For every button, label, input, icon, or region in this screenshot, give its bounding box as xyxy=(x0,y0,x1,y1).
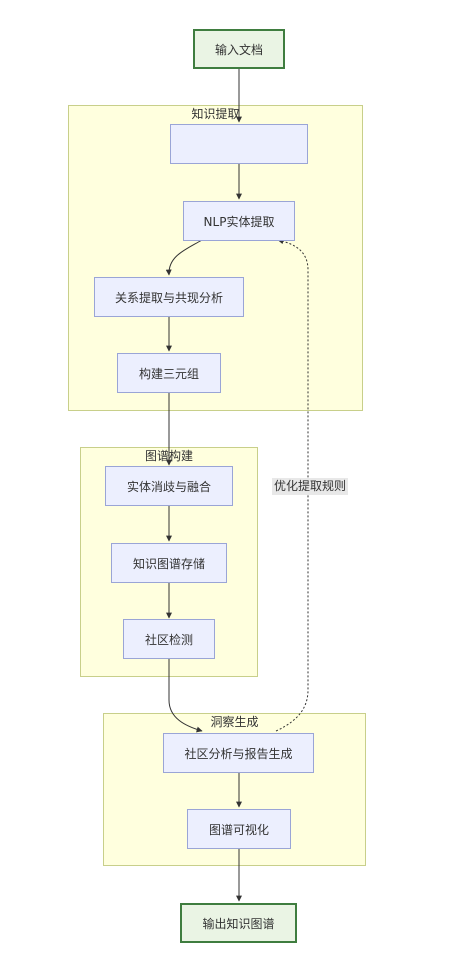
cluster-knowledge-extraction-label: 知识提取 xyxy=(191,107,240,121)
edge-nlp-to-relation xyxy=(165,239,203,276)
node-output-knowledge-graph[interactable]: 输出知识图谱 xyxy=(180,903,297,943)
node-community-detection[interactable]: 社区检测 xyxy=(123,619,215,659)
node-community-report[interactable]: 社区分析与报告生成 xyxy=(163,733,314,773)
node-nlp-entity-extraction[interactable]: NLP实体提取 xyxy=(183,201,295,241)
node-relation-extraction[interactable]: 关系提取与共现分析 xyxy=(94,277,244,317)
node-entity-disambiguation[interactable]: 实体消歧与融合 xyxy=(105,466,233,506)
node-knowledge-graph-storage[interactable]: 知识图谱存储 xyxy=(111,543,227,583)
edge-label-feedback: 优化提取规则 xyxy=(272,478,349,495)
node-build-triples[interactable]: 构建三元组 xyxy=(117,353,221,393)
edge-community-to-report xyxy=(168,659,203,733)
node-graph-visualization[interactable]: 图谱可视化 xyxy=(187,809,291,849)
node-input-document[interactable]: 输入文档 xyxy=(193,29,285,69)
node-blank[interactable] xyxy=(170,124,308,164)
cluster-insight-generation-label: 洞察生成 xyxy=(210,715,259,729)
